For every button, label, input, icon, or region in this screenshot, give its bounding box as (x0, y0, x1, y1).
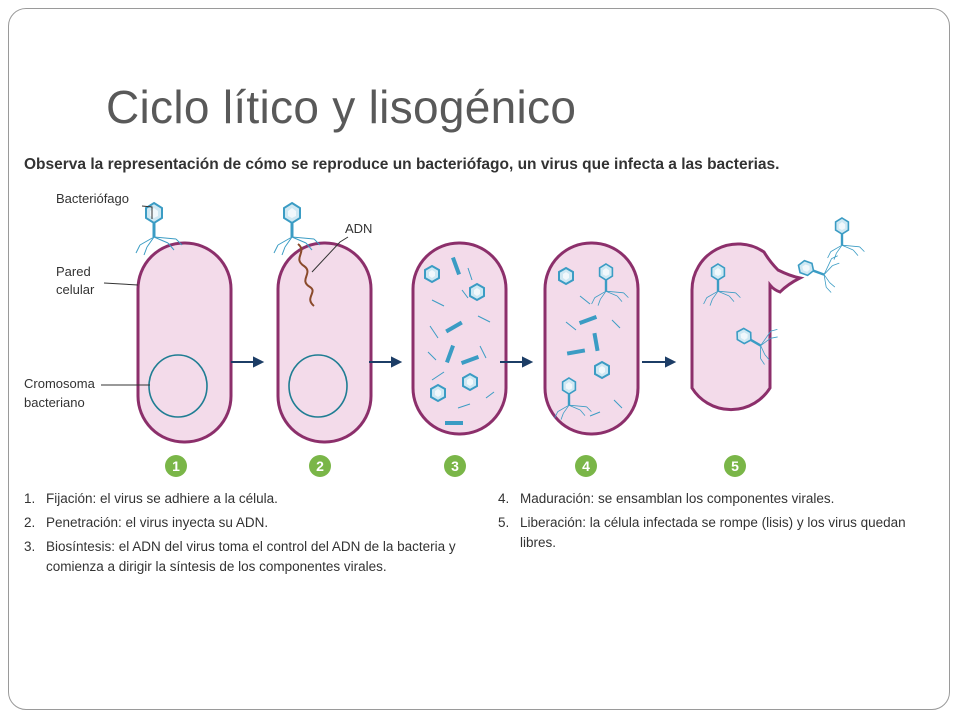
label-dna: ADN (345, 221, 372, 236)
step-4-number: 4. (498, 491, 510, 506)
step-1-text: Fijación: el virus se adhiere a la célul… (46, 491, 278, 506)
callout-lines (101, 205, 349, 386)
injected-dna-strand (297, 243, 315, 307)
step-1-number: 1. (24, 491, 36, 506)
step-4: 4. Maduración: se ensamblan los component… (498, 489, 943, 509)
stage-badge-3: 3 (451, 458, 459, 474)
label-bacteriophage: Bacteriófago (56, 191, 129, 206)
cell-1-wall (136, 241, 233, 444)
stage-badge-1: 1 (172, 458, 180, 474)
step-5-number: 5. (498, 515, 510, 530)
step-3: 3. Biosíntesis: el ADN del virus toma el … (24, 537, 476, 577)
cell-2-wall (276, 241, 373, 444)
stage-arrows (231, 356, 677, 368)
cell-4-assembling-phages (553, 262, 630, 421)
label-chromosome-line2: bacteriano (24, 395, 85, 410)
step-2: 2. Penetración: el virus inyecta su ADN. (24, 513, 476, 533)
cell-3-viral-components (424, 256, 495, 425)
stage-badges: 1 2 3 4 5 (165, 455, 746, 477)
stage-badge-5: 5 (731, 458, 739, 474)
cell-1-chromosome (148, 354, 208, 418)
stage-badge-2: 2 (316, 458, 324, 474)
released-phages (792, 216, 866, 295)
label-chromosome-line1: Cromosoma (24, 376, 96, 391)
cell-2-chromosome (288, 354, 348, 418)
step-3-number: 3. (24, 539, 36, 554)
steps-list-right: 4. Maduración: se ensamblan los component… (498, 489, 943, 557)
label-cell-wall-line1: Pared (56, 264, 91, 279)
diagram-intro: Observa la representación de cómo se rep… (24, 156, 780, 173)
step-3-text: Biosíntesis: el ADN del virus toma el co… (46, 539, 456, 574)
slide-title: Ciclo lítico y lisogénico (106, 81, 577, 133)
step-2-text: Penetración: el virus inyecta su ADN. (46, 515, 269, 530)
step-5-text: Liberación: la célula infectada se rompe… (520, 515, 906, 550)
step-5: 5. Liberación: la célula infectada se rom… (498, 513, 943, 553)
steps-list-left: 1. Fijación: el virus se adhiere a la cél… (24, 489, 476, 581)
cell-5-wall-lysed (690, 242, 805, 412)
stage-badge-4: 4 (582, 458, 590, 474)
label-cell-wall-line2: celular (56, 282, 95, 297)
step-1: 1. Fijación: el virus se adhiere a la cél… (24, 489, 476, 509)
slide-frame (8, 8, 950, 710)
step-4-text: Maduración: se ensamblan los componentes… (520, 491, 835, 506)
step-2-number: 2. (24, 515, 36, 530)
